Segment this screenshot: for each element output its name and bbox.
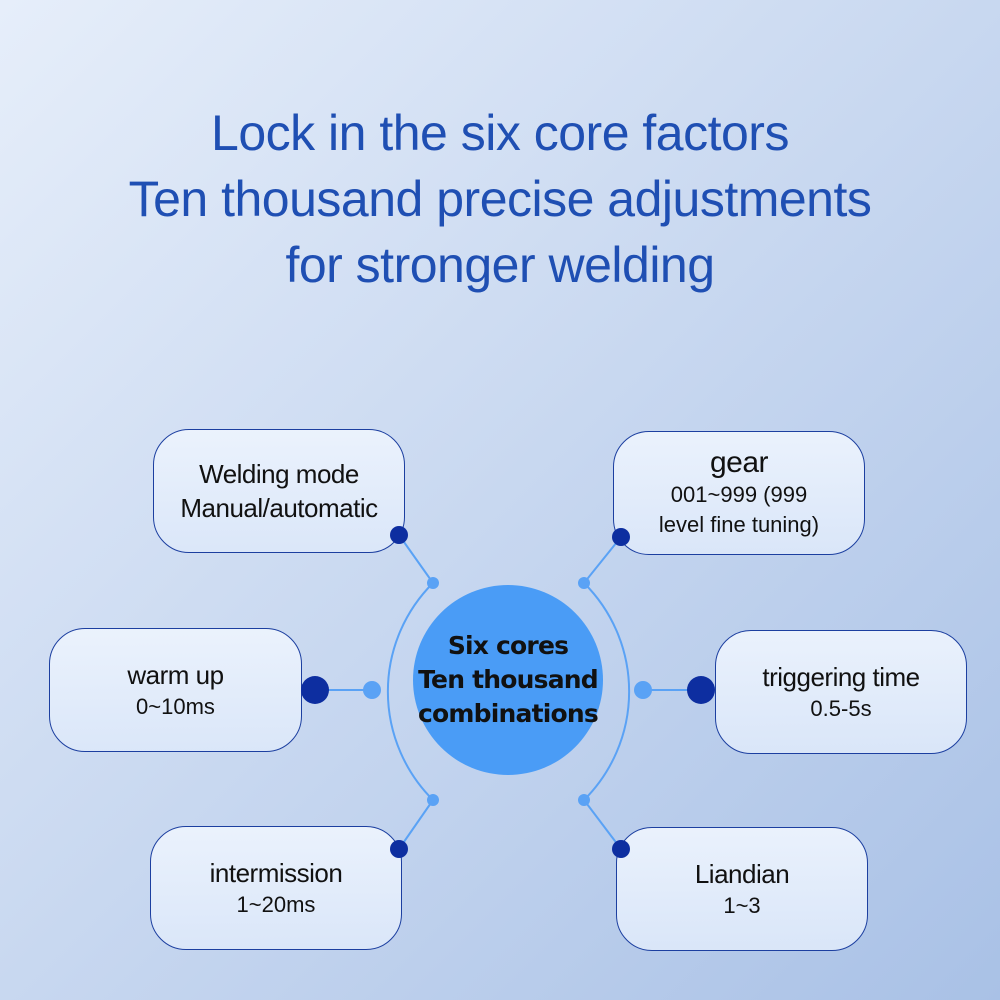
ring-arc-right [583, 582, 631, 801]
ring-dot-top-right [578, 577, 590, 589]
factor-title: warm up [127, 660, 224, 690]
ring-arc-left [386, 582, 434, 801]
headline-line-3: for stronger welding [285, 237, 715, 293]
headline-line-1: Lock in the six core factors [211, 105, 789, 161]
anchor-dot-intermission [390, 840, 408, 858]
factor-card-triggering-time: triggering time 0.5-5s [715, 630, 967, 754]
anchor-dot-triggering [687, 676, 715, 704]
center-hub: Six cores Ten thousand combinations [413, 585, 603, 775]
connector-line-liandian [583, 799, 622, 850]
factor-card-warm-up: warm up 0~10ms [49, 628, 302, 752]
factor-title: triggering time [762, 662, 920, 692]
anchor-dot-liandian [612, 840, 630, 858]
ring-dot-left [363, 681, 381, 699]
connector-line-intermission [398, 799, 434, 850]
factor-card-gear: gear 001~999 (999 level fine tuning) [613, 431, 865, 555]
factor-title: Welding mode [199, 459, 359, 489]
connector-line-gear [583, 536, 622, 584]
factor-card-intermission: intermission 1~20ms [150, 826, 402, 950]
ring-dot-bottom-left [427, 794, 439, 806]
headline: Lock in the six core factors Ten thousan… [0, 100, 1000, 298]
factor-value-line-2: level fine tuning) [658, 512, 820, 537]
anchor-dot-warm-up [301, 676, 329, 704]
factor-card-welding-mode: Welding mode Manual/automatic [153, 429, 405, 553]
factor-title: intermission [209, 858, 343, 888]
hub-line-2: Ten thousand [418, 665, 599, 694]
ring-dot-right [634, 681, 652, 699]
anchor-dot-welding-mode [390, 526, 408, 544]
headline-line-2: Ten thousand precise adjustments [128, 171, 872, 227]
connector-line-welding-mode [398, 534, 434, 584]
ring-dot-top-left [427, 577, 439, 589]
factor-value: Manual/automatic [180, 493, 378, 523]
factor-title: Liandian [694, 859, 790, 889]
hub-line-1: Six cores [447, 631, 569, 660]
ring-dot-bottom-right [578, 794, 590, 806]
factor-title: gear [709, 446, 769, 479]
factor-value: 1~3 [723, 893, 761, 918]
factor-value: 0.5-5s [810, 696, 872, 721]
hub-line-3: combinations [418, 699, 599, 728]
factor-value-line-1: 001~999 (999 [670, 482, 808, 507]
factor-value: 0~10ms [136, 694, 215, 719]
anchor-dot-gear [612, 528, 630, 546]
factor-value: 1~20ms [236, 892, 316, 917]
factor-card-liandian: Liandian 1~3 [616, 827, 868, 951]
